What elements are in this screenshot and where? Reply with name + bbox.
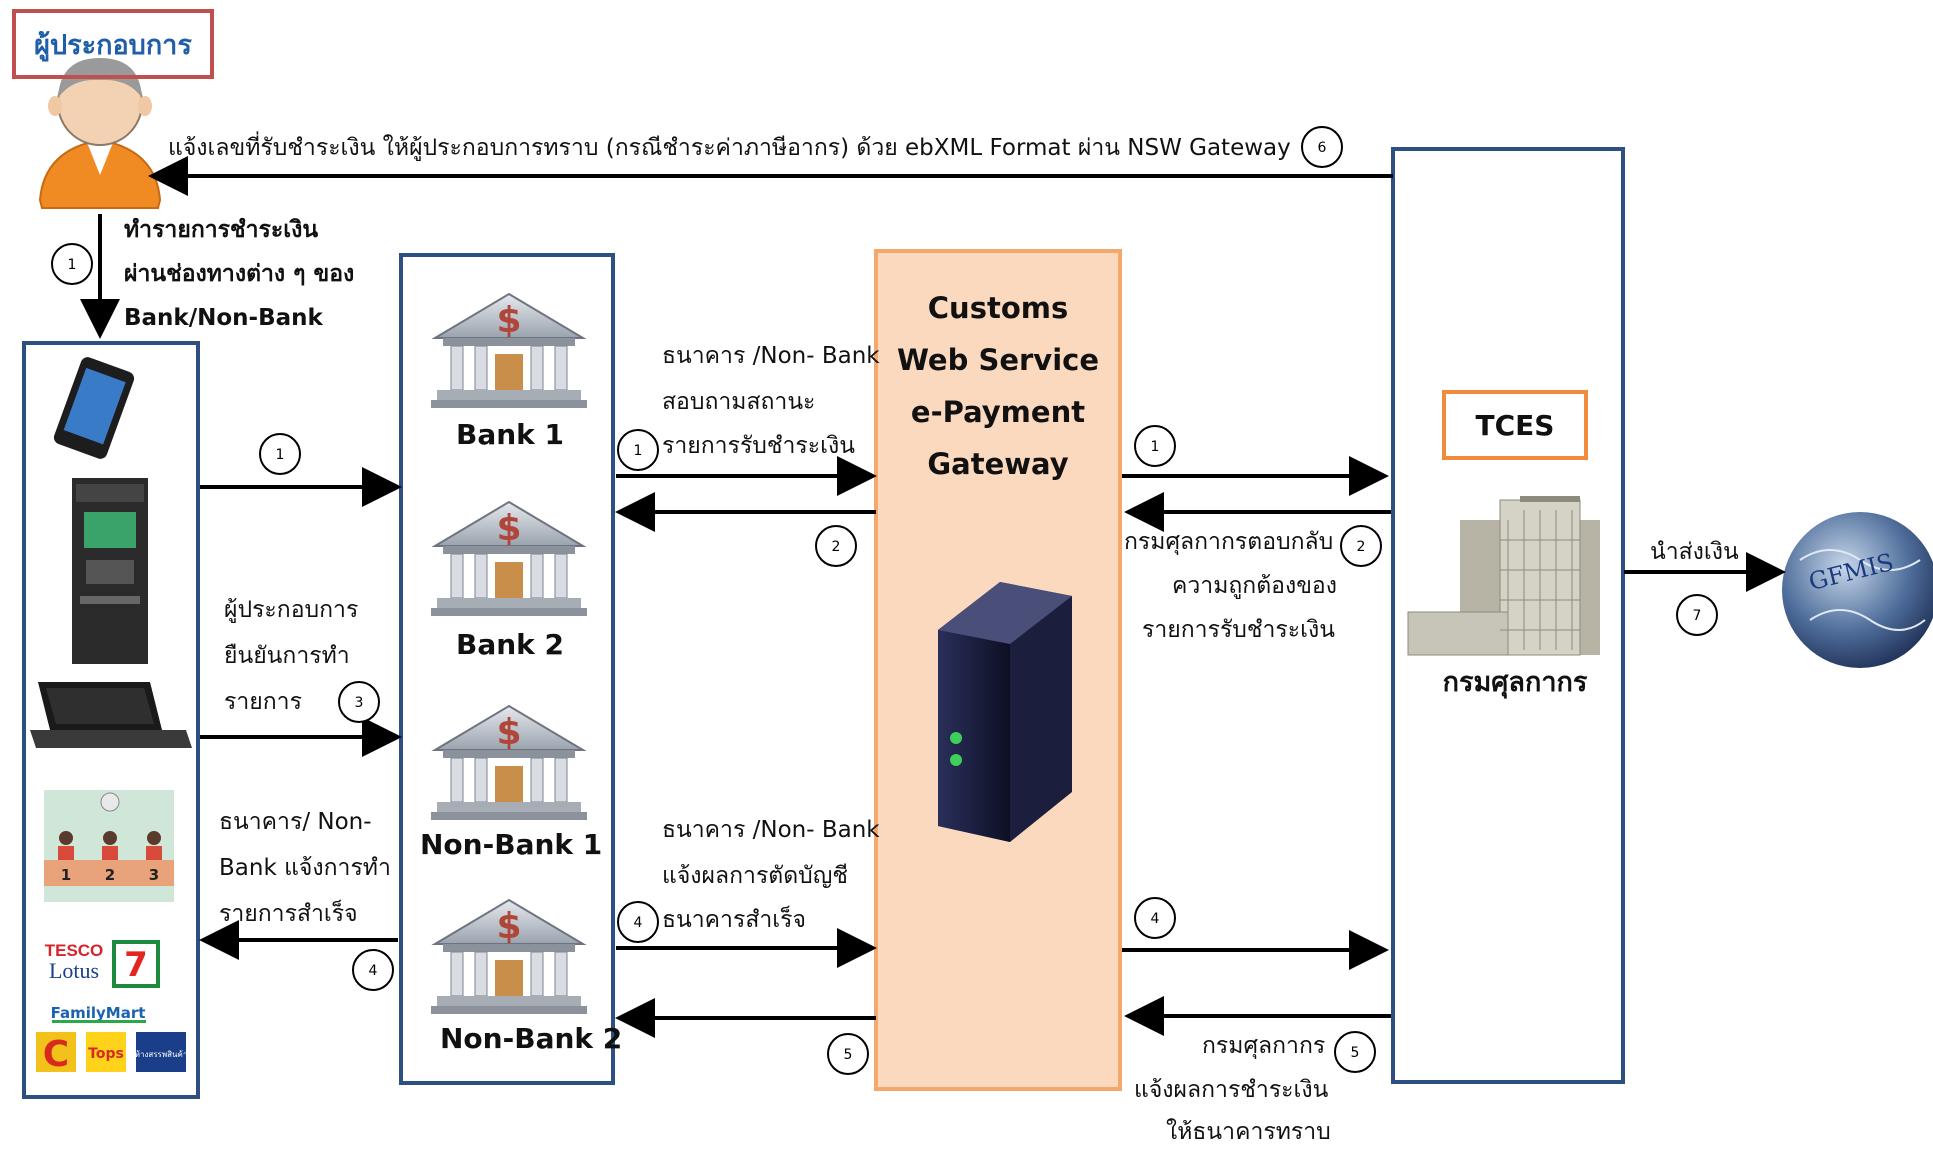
customs-building-icon — [1407, 496, 1600, 656]
step-1-number: 1 — [68, 257, 77, 273]
step-1-number: 1 — [634, 443, 643, 459]
step-numbers: 6 1 1 3 4 1 2 4 5 1 2 4 5 7 — [68, 140, 1702, 1063]
bank-notify-line3: รายการสำเร็จ — [219, 901, 358, 927]
server-icon — [938, 582, 1072, 842]
step-1-marker-banks — [617, 429, 659, 471]
inquiry-line3: รายการรับชำระเงิน — [662, 433, 855, 459]
step-1-marker-operator — [51, 243, 93, 285]
lotus-logo: Lotus — [49, 958, 99, 983]
step-2-number: 2 — [832, 539, 841, 555]
laptop-icon — [30, 682, 192, 748]
counter-number-2: 2 — [105, 866, 115, 884]
non-bank-1-label: Non-Bank 1 — [420, 828, 603, 861]
tesco-logo: TESCO — [45, 941, 104, 960]
step-2-marker-customs — [1340, 525, 1382, 567]
step-5-number: 5 — [1351, 1045, 1360, 1061]
step-1-marker-customs — [1134, 425, 1176, 467]
step-4-marker-customs — [1134, 897, 1176, 939]
step-4-marker-banks — [617, 901, 659, 943]
step-1-marker-channels — [259, 433, 301, 475]
customs-dept-label: กรมศุลกากร — [1442, 667, 1588, 698]
customs-reply-line2: ความถูกต้องของ — [1172, 573, 1337, 599]
operator-action-line1: ทำรายการชำระเงิน — [124, 217, 319, 243]
mall-logo: ห้างสรรพสินค้า — [135, 1050, 188, 1059]
customs-panel — [1391, 147, 1625, 1084]
step-4-number: 4 — [1151, 911, 1160, 927]
customs-notify-line2: แจ้งผลการชำระเงิน — [1134, 1077, 1329, 1103]
tces-box: TCES — [1442, 390, 1588, 460]
debit-line1: ธนาคาร /Non- Bank — [662, 817, 880, 843]
counter-number-1: 1 — [61, 866, 71, 884]
confirm-line2: ยืนยันการทำ — [224, 643, 350, 669]
step-1-number: 1 — [276, 447, 285, 463]
gateway-line2: Web Service — [896, 343, 1100, 377]
step-3-marker — [338, 681, 380, 723]
step-6-number: 6 — [1318, 140, 1327, 156]
step-5-number: 5 — [844, 1047, 853, 1063]
operator-action-line2: ผ่านช่องทางต่าง ๆ ของ — [124, 261, 355, 287]
step-7-marker — [1676, 594, 1718, 636]
step-4-number: 4 — [369, 963, 378, 979]
confirm-line3: รายการ — [224, 689, 302, 715]
confirm-line1: ผู้ประกอบการ — [224, 597, 359, 623]
customs-notify-line3: ให้ธนาคารทราบ — [1166, 1119, 1331, 1145]
step-6-marker — [1301, 126, 1343, 168]
step-3-number: 3 — [355, 695, 364, 711]
gateway-line1: Customs — [927, 291, 1069, 325]
bank-2-icon — [430, 501, 588, 616]
smartphone-icon — [53, 357, 135, 459]
customs-reply-line3: รายการรับชำระเงิน — [1142, 617, 1335, 643]
non-bank-1-icon — [430, 705, 588, 820]
gateway-line3: e-Payment — [910, 395, 1086, 429]
banks-panel — [399, 253, 615, 1085]
arrows — [80, 156, 1786, 1038]
counter-number-3: 3 — [149, 866, 159, 884]
operator-title: ผู้ประกอบการ — [12, 9, 214, 79]
operator-person-icon — [38, 58, 162, 209]
step-5-marker-banks — [827, 1033, 869, 1075]
step-markers — [51, 126, 1718, 1075]
notify-operator-label: แจ้งเลขที่รับชำระเงิน ให้ผู้ประกอบการทรา… — [168, 135, 1291, 161]
non-bank-2-label: Non-Bank 2 — [440, 1022, 623, 1055]
inquiry-line2: สอบถามสถานะ — [662, 389, 816, 415]
gfmis-globe-icon — [1782, 512, 1933, 668]
operator-action-line3: Bank/Non-Bank — [124, 305, 323, 331]
step-2-marker-banks — [815, 525, 857, 567]
step-4-number: 4 — [634, 915, 643, 931]
tops-logo: Tops — [88, 1046, 124, 1062]
debit-line2: แจ้งผลการตัดบัญชี — [662, 863, 848, 889]
bank-notify-line1: ธนาคาร/ Non- — [219, 809, 372, 835]
channels-panel — [22, 341, 200, 1099]
store-logos: TESCO Lotus 7 FamilyMart C Tops ห้างสรรพ… — [36, 940, 187, 1075]
non-bank-2-icon — [430, 899, 588, 1014]
remit-label: นำส่งเงิน — [1650, 539, 1739, 565]
step-4-marker-channels — [352, 949, 394, 991]
familymart-logo: FamilyMart — [51, 1004, 146, 1022]
bank-notify-line2: Bank แจ้งการทำ — [219, 855, 391, 881]
bank-2-label: Bank 2 — [455, 628, 565, 661]
atm-icon — [72, 478, 148, 664]
gateway-line4: Gateway — [927, 447, 1069, 481]
customs-notify-line1: กรมศุลกากร — [1202, 1033, 1326, 1059]
bigc-logo: C — [43, 1034, 69, 1075]
step-1-number: 1 — [1151, 439, 1160, 455]
counter-service-icon: 1 2 3 — [44, 790, 174, 902]
seven-eleven-logo: 7 — [124, 945, 148, 985]
debit-line3: ธนาคารสำเร็จ — [662, 907, 806, 933]
step-5-marker-customs — [1334, 1031, 1376, 1073]
step-7-number: 7 — [1693, 608, 1702, 624]
bank-1-label: Bank 1 — [455, 418, 565, 451]
gateway-title: Customs Web Service e-Payment Gateway — [878, 282, 1118, 490]
bank-1-icon — [430, 293, 588, 408]
step-2-number: 2 — [1357, 539, 1366, 555]
customs-reply-line1: กรมศุลกากรตอบกลับ — [1124, 529, 1334, 555]
inquiry-line1: ธนาคาร /Non- Bank — [662, 343, 880, 369]
